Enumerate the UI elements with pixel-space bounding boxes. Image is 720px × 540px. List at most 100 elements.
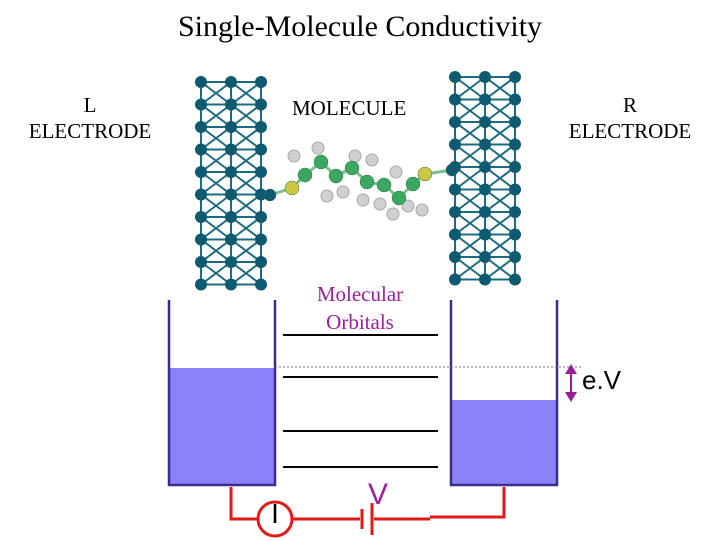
hydrogen-atom	[336, 185, 350, 199]
lattice-bond	[230, 171, 262, 196]
carbon-atom	[328, 168, 344, 184]
electrode-atom	[195, 188, 207, 201]
electrode-atom	[195, 211, 207, 223]
left-electrode-label: L ELECTRODE	[0, 92, 180, 144]
molecule-label: MOLECULE	[292, 96, 407, 120]
left-electrode-lattice	[195, 76, 267, 291]
page-title: Single-Molecule Conductivity	[177, 10, 543, 43]
lattice-bond	[484, 256, 516, 281]
ammeter	[256, 500, 294, 538]
electrode-atom	[225, 278, 237, 291]
carbon-atom	[359, 174, 375, 190]
lattice-bond	[454, 188, 486, 213]
electrode-atom	[509, 93, 521, 106]
electrode-atom	[479, 161, 491, 173]
lattice-bond	[454, 211, 486, 236]
carbon-atom	[376, 177, 392, 193]
lattice-bond	[200, 238, 232, 263]
electrode-atom	[509, 161, 521, 173]
molecular-orbitals-label: Molecular Orbitals	[290, 280, 430, 336]
electrode-atom	[195, 121, 207, 133]
right-well-outline	[449, 300, 559, 487]
sulfur-atom	[417, 166, 433, 182]
lattice-bond	[484, 76, 516, 101]
electrode-atom	[449, 206, 461, 218]
electrode-atom	[449, 183, 461, 196]
lattice-bond	[484, 166, 516, 191]
electrode-atom	[225, 166, 237, 178]
lattice-bond	[230, 193, 262, 218]
lattice-bond	[454, 233, 486, 258]
bias-label: e.V	[582, 365, 622, 395]
electrode-atom	[509, 273, 521, 286]
electrode-atom	[195, 256, 207, 268]
lattice-bond	[454, 76, 486, 101]
electrode-atom	[479, 206, 491, 218]
electrode-atom	[255, 143, 267, 156]
lattice-bond	[454, 98, 486, 123]
lattice-bond	[200, 148, 232, 173]
left-well-outline	[167, 300, 277, 487]
lattice-bond	[230, 103, 262, 128]
electrode-atom	[479, 71, 491, 83]
right-electrode-line2: ELECTRODE	[568, 119, 692, 143]
electrode-atom	[225, 121, 237, 133]
lattice-bond	[230, 261, 262, 286]
electrode-atom	[195, 233, 207, 246]
hydrogen-atom	[386, 207, 400, 221]
electrode-atom	[509, 251, 521, 263]
left-electrode-line1: L	[83, 93, 97, 117]
external-circuit	[229, 487, 506, 521]
lattice-bond	[200, 103, 232, 128]
electrode-atom	[479, 93, 491, 106]
hydrogen-atom	[348, 149, 362, 163]
lattice-bond	[484, 188, 516, 213]
right-fermi-sea	[451, 400, 557, 485]
lattice-bond	[230, 216, 262, 241]
electrode-atom	[255, 256, 267, 268]
sulfur-atom	[284, 180, 300, 196]
electrode-atom	[255, 211, 267, 223]
electrode-atom	[509, 228, 521, 241]
carbon-atom	[344, 160, 360, 176]
electrode-atom	[255, 233, 267, 246]
lattice-bond	[200, 216, 232, 241]
lattice-bond	[230, 81, 262, 106]
lattice-bond	[484, 233, 516, 258]
lattice-bond	[484, 211, 516, 236]
electrode-atom	[225, 233, 237, 246]
hydrogen-atom	[415, 203, 429, 217]
electrode-atom	[479, 228, 491, 241]
lattice-bond	[454, 143, 486, 168]
lattice-bond	[200, 81, 232, 106]
lattice-bond	[484, 121, 516, 146]
electrode-atom	[195, 98, 207, 111]
electrode-atom	[449, 71, 461, 83]
hydrogen-atom	[356, 193, 370, 207]
carbon-atom	[391, 190, 407, 206]
hydrogen-atom	[365, 153, 379, 167]
orbitals-line1: Molecular	[316, 282, 404, 306]
hydrogen-atom	[373, 197, 387, 211]
lattice-bond	[454, 166, 486, 191]
lattice-bond	[484, 98, 516, 123]
hydrogen-atom	[389, 165, 403, 179]
electrode-atom	[225, 143, 237, 156]
electrode-atom	[449, 93, 461, 106]
carbon-atom	[313, 154, 329, 170]
molecule-chain	[263, 141, 459, 221]
lattice-bond	[484, 143, 516, 168]
electrode-atom	[509, 116, 521, 128]
electrode-atom	[225, 76, 237, 88]
electrode-atom	[195, 76, 207, 88]
lattice-bond	[200, 126, 232, 151]
electrode-atom	[449, 228, 461, 241]
right-electrode-line1: R	[622, 93, 637, 117]
electrode-atom	[479, 251, 491, 263]
anchor-atom	[263, 188, 277, 202]
electrode-atom	[195, 278, 207, 291]
electrode-atom	[195, 166, 207, 178]
left-fermi-sea	[169, 368, 275, 485]
electrode-atom	[255, 98, 267, 111]
